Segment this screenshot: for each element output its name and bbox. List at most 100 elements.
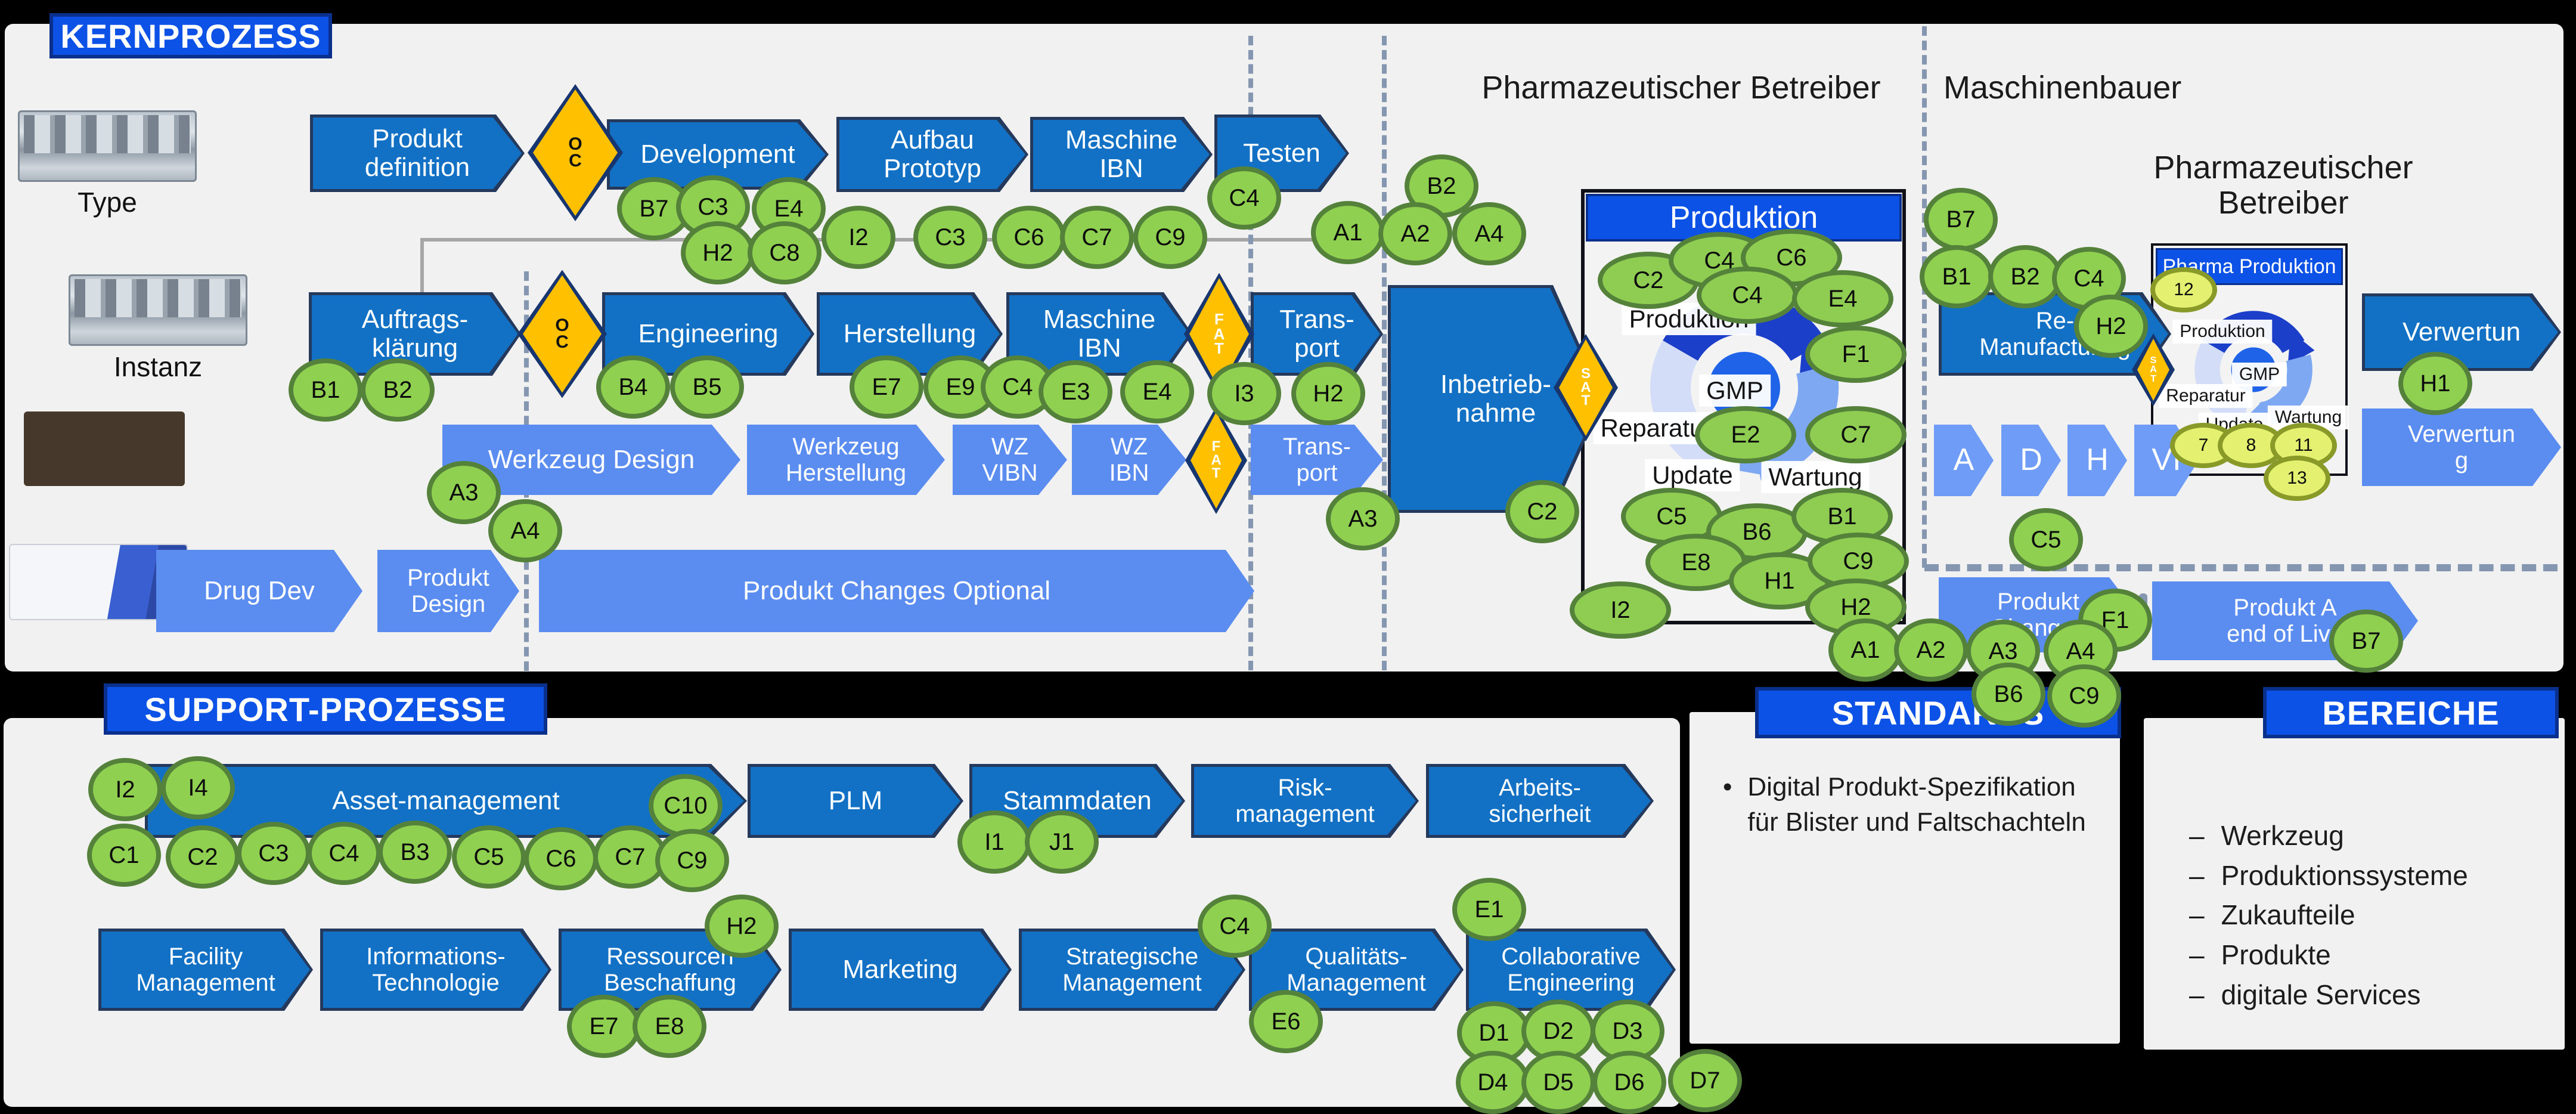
process-arrow-produkt-design: Produkt Design [377, 550, 519, 632]
diamond-label-fat-2: F A T [1211, 438, 1222, 482]
process-arrow-arbeits-sicherheit: Arbeits- sicherheit [1426, 764, 1654, 838]
ellipse-badge-b1: B1 [289, 358, 362, 422]
arrow-label-auftragsklaerung: Auftrags- klärung [361, 304, 469, 363]
arrow-fill [751, 767, 960, 835]
ellipse-badge-c10: C10 [649, 774, 723, 837]
ellipse-badge-b4: B4 [596, 355, 670, 419]
arrow-label-inbetriebnahme: Inbetrieb- nahme [1440, 369, 1551, 428]
dash-icon: – [2189, 899, 2205, 931]
cycle-label-pharma-gmp: GMP [2231, 363, 2287, 386]
ellipse-badge-c1: C1 [87, 824, 161, 887]
ellipse-badge-b6: B6 [1971, 663, 2045, 726]
arrow-label-transport-1: Trans- port [1279, 304, 1354, 363]
instanz-machine-image [69, 274, 247, 346]
type-label: Type [78, 187, 137, 218]
ellipse-badge-d7: D7 [1668, 1049, 1742, 1112]
process-arrow-transport-2: Trans- port [1251, 425, 1383, 495]
ellipse-badge-b5: B5 [670, 355, 744, 419]
arrow-fill [1009, 295, 1189, 373]
ellipse-badge-a1: A1 [1828, 618, 1902, 682]
process-arrow-collaborative-engineering: Collaborative Engineering [1466, 929, 1676, 1011]
ellipse-badge-f1: F1 [1805, 326, 1907, 383]
arrow-label-testen: Testen [1243, 138, 1320, 168]
ellipse-badge-b7: B7 [2329, 609, 2403, 673]
arrow-fill [323, 932, 548, 1008]
ellipse-badge-e4: E4 [1792, 270, 1893, 327]
arrow-label-plm: PLM [828, 785, 883, 815]
ellipse-badge-c9: C9 [2047, 664, 2121, 728]
arrow-label-herstellung: Herstellung [843, 318, 977, 348]
arrow-label-stammdaten: Stammdaten [1003, 785, 1152, 815]
ellipse-badge-d5: D5 [1521, 1051, 1595, 1114]
arrow-label-drug-dev: Drug Dev [204, 575, 315, 605]
arrow-label-transport-2: Trans- port [1282, 434, 1351, 486]
ellipse-badge-a3: A3 [427, 461, 501, 524]
process-arrow-wz-ibn: WZ IBN [1072, 425, 1186, 495]
ellipse-badge-a4: A4 [488, 499, 562, 562]
ellipse-badge-i2: I2 [88, 758, 162, 821]
arrow-label-ressourcen-beschaffung: Ressourcen Beschaffung [604, 943, 736, 996]
ellipse-badge-e2: E2 [1695, 406, 1796, 463]
process-arrow-produkt-changes-optional: Produkt Changes Optional [539, 550, 1254, 632]
arrow-label-aufbau-prototyp: Aufbau Prototyp [884, 125, 981, 183]
ellipse-badge-e6: E6 [1249, 990, 1323, 1053]
bullet-icon: • [1723, 772, 1732, 802]
arrow-label-produkt-changes-optional: Produkt Changes Optional [742, 575, 1051, 605]
type-machine-image [18, 110, 197, 182]
ellipse-badge-h2: H2 [705, 895, 779, 958]
ellipse-badge-c3: C3 [913, 206, 987, 269]
ellipse-badge-c3: C3 [237, 822, 311, 885]
ellipse-badge-c4: C4 [1207, 166, 1281, 230]
arrow-label-werkzeug-design: Werkzeug Design [488, 444, 695, 474]
heading-pharmazeutischer-betreiber: Pharmazeutischer Betreiber [1481, 70, 1881, 106]
ellipse-badge-i4: I4 [161, 756, 235, 819]
arrow-label-wz-vibn: WZ VIBN [982, 434, 1038, 486]
feedback-connector-vertical [420, 238, 424, 301]
arrow-fill [839, 120, 1025, 189]
bereiche-item-0: –Werkzeug [2189, 816, 2547, 856]
cycle-label-produktion-gmp: GMP [1699, 375, 1771, 407]
process-arrow-facility-management: Facility Management [98, 929, 313, 1011]
ellipse-badge-c7: C7 [1060, 206, 1134, 269]
arrow-label-asset-management: Asset-management [332, 785, 560, 815]
cycle-label-produktion-update: Update [1645, 459, 1740, 491]
bereiche-item-2: –Zukaufteile [2189, 895, 2547, 935]
process-arrow-risk-management: Risk- management [1191, 764, 1419, 838]
arrow-label-maschine-ibn-2: Maschine IBN [1043, 304, 1156, 363]
arrow-label-wz-ibn: WZ IBN [1109, 434, 1149, 486]
ellipse-badge-c9: C9 [1133, 206, 1207, 269]
ellipse-badge-b3: B3 [378, 821, 452, 884]
arrow-label-maschine-ibn-1: Maschine IBN [1065, 125, 1178, 183]
dashed-separator-3 [1382, 36, 1387, 670]
arrow-label-produkt-definition: Produkt definition [364, 123, 470, 182]
dash-icon: – [2189, 979, 2205, 1010]
arrow-fill [1429, 767, 1651, 835]
ellipse-badge-h2: H2 [1291, 362, 1365, 425]
process-arrow-strategische-management: Strategische Management [1019, 929, 1245, 1011]
arrow-label-verwertun: Verwertun [2402, 317, 2521, 346]
ellipse-badge-a1: A1 [1311, 201, 1385, 264]
diamond-label-sat-1: S A T [1580, 365, 1591, 409]
cycle-label-pharma-produktion: Produktion [2172, 320, 2273, 344]
process-arrow-plm: PLM [748, 764, 963, 838]
diamond-label-sat-2: S A T [2150, 355, 2157, 384]
dashed-separator-maschinenbauer [1922, 26, 1927, 568]
bereiche-item-3: –Produkte [2189, 935, 2547, 975]
ellipse-badge-c7: C7 [1805, 406, 1907, 463]
process-arrow-verwertung: Verwertun g [2362, 409, 2561, 486]
bereiche-item-1: –Produktionssysteme [2189, 856, 2547, 896]
feedback-connector-horizontal [422, 238, 1383, 242]
arrow-label-facility-management: Facility Management [136, 943, 275, 996]
process-arrow-verwertun: Verwertun [2362, 293, 2561, 371]
arrow-label-engineering: Engineering [638, 318, 779, 348]
arrow-label-chevron-a: A [1953, 442, 1974, 478]
ellipse-badge-c9: C9 [655, 829, 729, 892]
heading-maschinenbauer: Maschinenbauer [1943, 70, 2182, 106]
ellipse-badge-j1: J1 [1025, 810, 1099, 874]
support-prozesse-title: SUPPORT-PROZESSE [104, 683, 547, 735]
arrow-label-development: Development [640, 139, 795, 169]
bereiche-box [2144, 718, 2565, 1050]
arrow-label-marketing: Marketing [842, 954, 958, 984]
process-arrow-produkt-definition: Produkt definition [310, 115, 525, 192]
